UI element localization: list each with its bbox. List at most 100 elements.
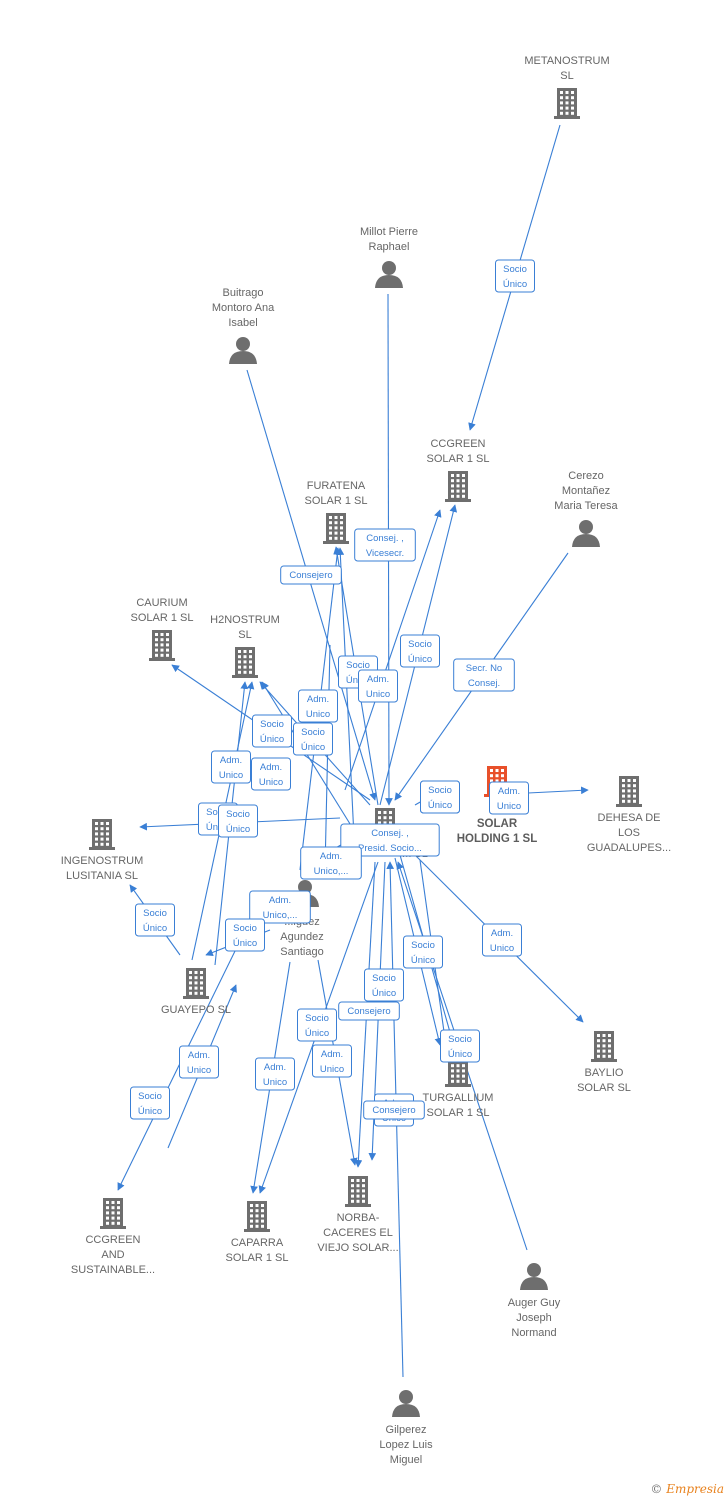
edge-label-text: Unico	[263, 1077, 287, 1088]
node-label: CAURIUM	[136, 597, 187, 609]
edge-label[interactable]: Adm.Unico	[489, 781, 529, 815]
node-baylio[interactable]: BAYLIO SOLAR SL	[577, 1031, 631, 1094]
edge-label-text: Unico	[306, 709, 330, 720]
building-icon	[149, 630, 175, 661]
building-icon	[89, 819, 115, 850]
edge-label-text: Adm.	[269, 895, 291, 906]
building-icon	[554, 88, 580, 119]
edge-label-text: Vicesecr.	[366, 548, 404, 559]
node-label: FURATENA	[307, 480, 366, 492]
node-label: METANOSTRUM	[524, 55, 609, 67]
edge-label[interactable]: Consejero	[363, 1100, 425, 1120]
node-label: SOLAR SL	[577, 1082, 631, 1094]
edge-label-text: Consejero	[289, 570, 332, 581]
edge-label[interactable]: Adm.Unico	[211, 750, 251, 784]
edge-label-text: Socio	[408, 639, 432, 650]
edge-line	[527, 786, 589, 795]
node-label: CCGREEN	[430, 438, 485, 450]
edge-label[interactable]: Adm.Unico	[251, 757, 291, 791]
edge-label[interactable]: Consej. ,Vicesecr.	[354, 528, 416, 562]
person-icon	[520, 1263, 548, 1290]
edge-label[interactable]: Consej. ,Presid. Socio...	[340, 823, 440, 857]
edge-label-text: Único	[448, 1049, 472, 1060]
person-icon	[375, 261, 403, 288]
edge-label[interactable]: Adm.Unico	[482, 923, 522, 957]
edge-label-text: Único	[305, 1028, 329, 1039]
node-dehesa[interactable]: DEHESA DELOSGUADALUPES...	[587, 776, 671, 854]
edge-label-text: Único	[301, 742, 325, 753]
node-label: CCGREEN	[85, 1234, 140, 1246]
edge-label[interactable]: Adm.Unico	[358, 669, 398, 703]
edge-label-text: Socio	[372, 973, 396, 984]
node-label: INGENOSTRUM	[61, 855, 144, 867]
edge-label-text: Unico,...	[314, 866, 349, 877]
node-label: LUSITANIA SL	[66, 870, 138, 882]
node-label: Miguel	[390, 1454, 422, 1466]
edge-label-text: Socio	[346, 660, 370, 671]
edge-label[interactable]: Adm.Unico	[179, 1045, 219, 1079]
edge-label-text: Unico	[490, 943, 514, 954]
edge-label-text: Socio	[143, 908, 167, 919]
node-ccgreensust[interactable]: CCGREENANDSUSTAINABLE...	[71, 1198, 155, 1276]
node-label: Montoro Ana	[212, 302, 275, 314]
edge-label-text: Adm.	[260, 762, 282, 773]
node-label: SOLAR	[477, 818, 518, 830]
node-label: CACERES EL	[323, 1227, 393, 1239]
edge-label-text: Adm.	[264, 1062, 286, 1073]
edge-label[interactable]: Adm.Unico,...	[300, 846, 362, 880]
edge-label-text: Adm.	[220, 755, 242, 766]
node-label: Agundez	[280, 931, 323, 943]
building-icon	[100, 1198, 126, 1229]
node-label: BAYLIO	[585, 1067, 624, 1079]
brand-logo[interactable]: Empresia	[666, 1482, 724, 1496]
edge-label-text: Socio	[138, 1091, 162, 1102]
edge-label[interactable]: Adm. Unico,...	[249, 890, 311, 924]
edge-label[interactable]: Consejero	[280, 565, 342, 585]
edge-label[interactable]: Adm. Unico	[255, 1057, 295, 1091]
edge-label[interactable]: Adm.Unico	[312, 1044, 352, 1078]
building-icon	[244, 1201, 270, 1232]
node-guayepo[interactable]: GUAYEPO SL	[161, 968, 231, 1016]
edge-label[interactable]: Adm.Unico	[298, 689, 338, 723]
node-label: Normand	[511, 1327, 556, 1339]
edge-label-text: Único	[260, 734, 284, 745]
edge-label-text: Socio	[226, 809, 250, 820]
edge-label-text: Unico	[187, 1065, 211, 1076]
node-label: SOLAR 1 SL	[131, 612, 194, 624]
node-caurium[interactable]: CAURIUM SOLAR 1 SL	[131, 597, 194, 661]
edge-label-text: Único	[226, 824, 250, 835]
edge-label[interactable]: Consejero	[338, 1001, 400, 1021]
edge-label-text: Consejero	[372, 1105, 415, 1116]
edge-label-text: Unico,...	[263, 910, 298, 921]
edge-label-text: Único	[428, 800, 452, 811]
node-label: Raphael	[369, 241, 410, 253]
node-ingenostrum[interactable]: INGENOSTRUM LUSITANIA SL	[61, 819, 144, 882]
